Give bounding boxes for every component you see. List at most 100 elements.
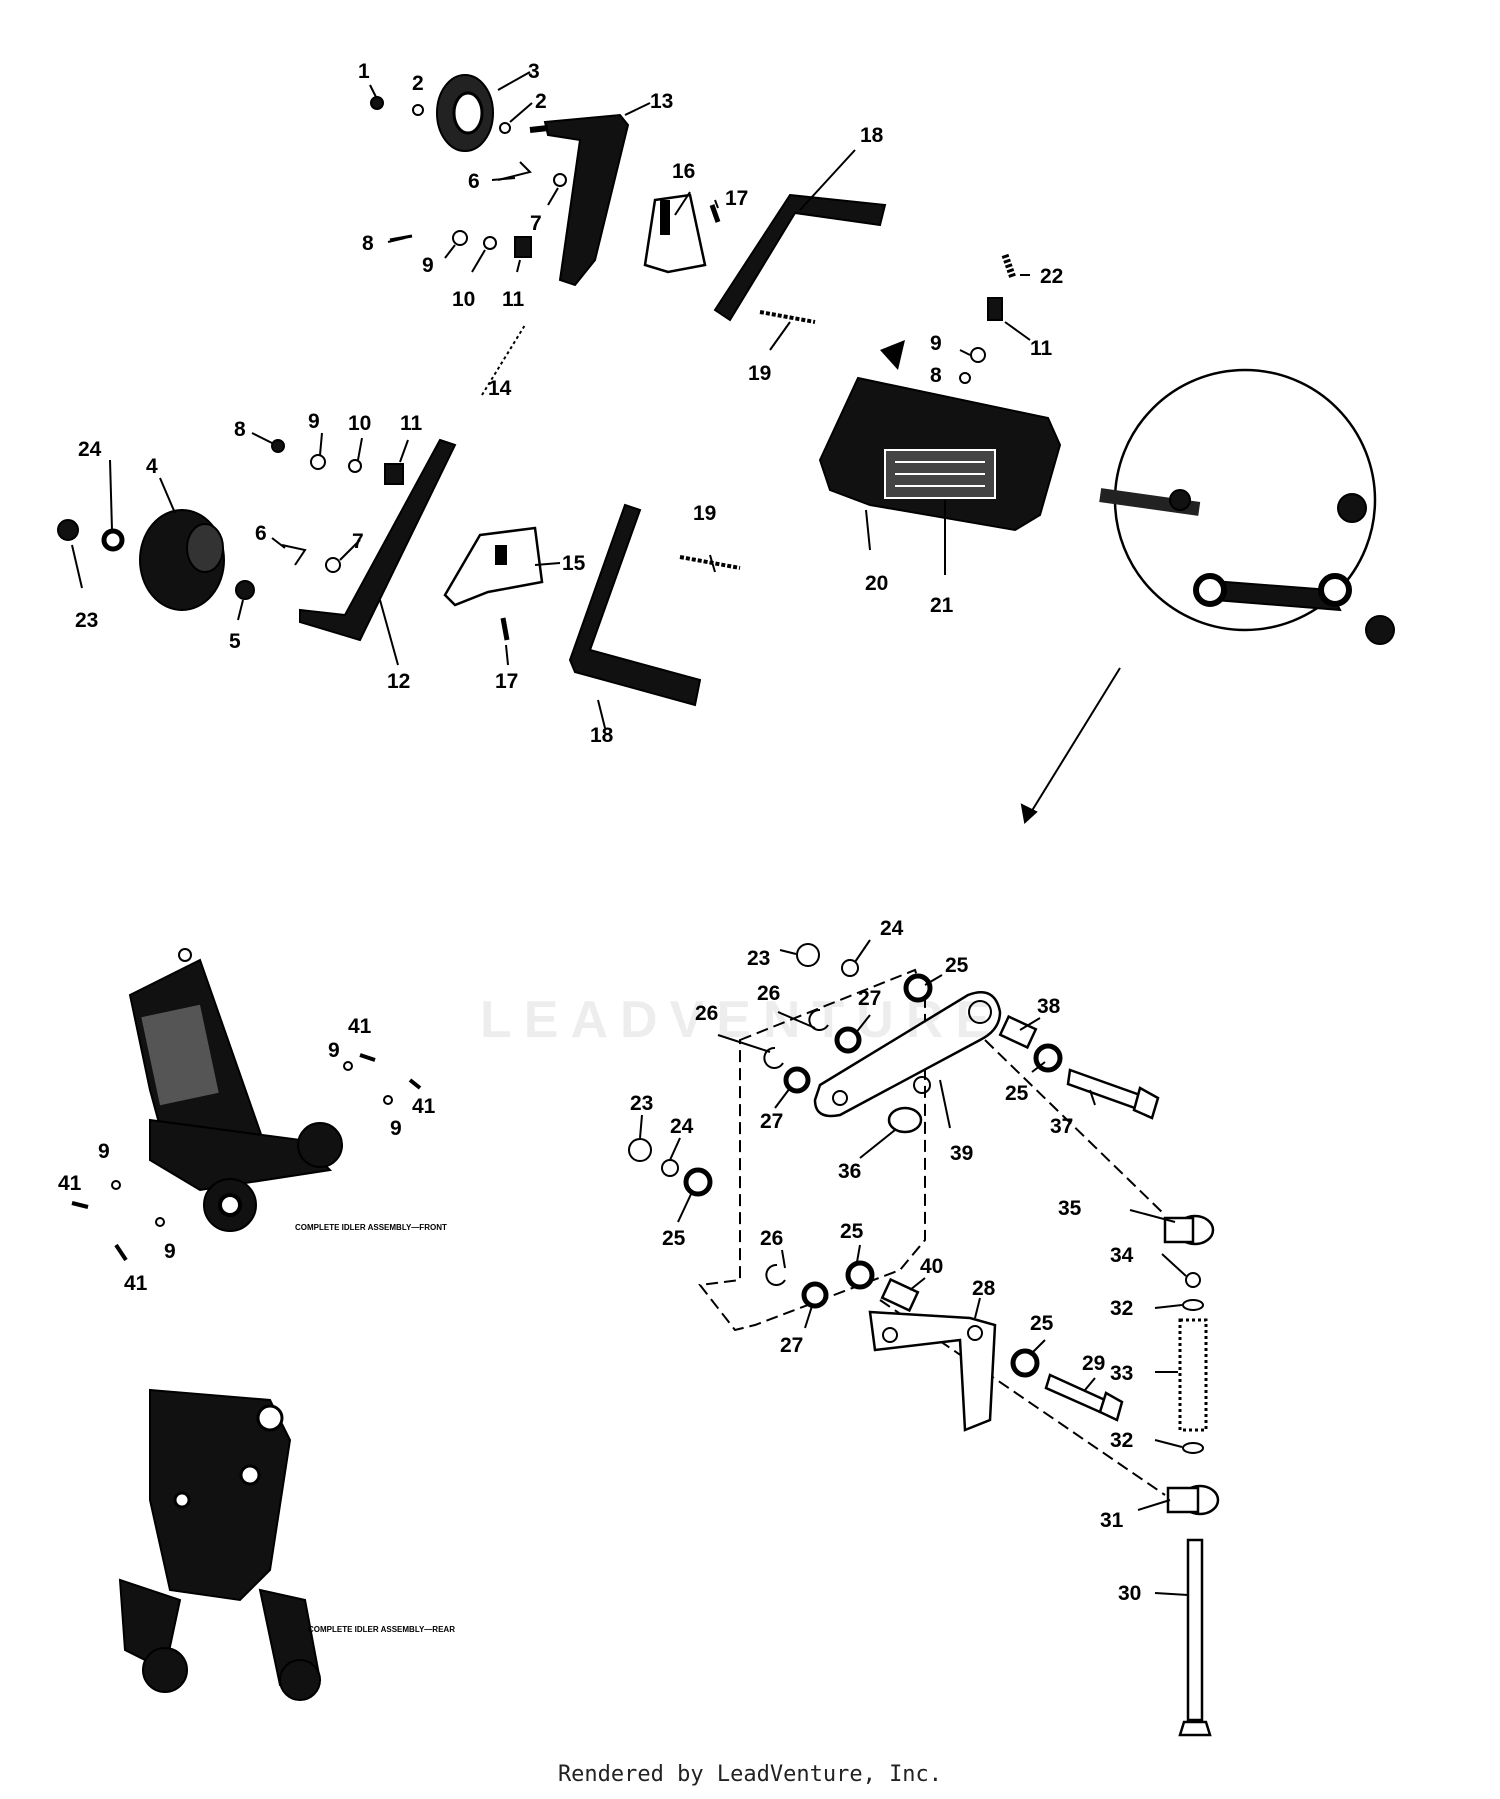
callout-3: 3 [528,60,540,83]
callout-38: 38 [1037,995,1061,1018]
callout-6: 6 [255,522,267,545]
callout-9: 9 [98,1140,110,1163]
callout-27: 27 [760,1110,783,1133]
callout-23: 23 [75,609,98,632]
part-25-washer [845,1260,875,1290]
callout-17: 17 [725,187,748,210]
part-25-washer [683,1167,713,1197]
part-11-spacer [987,297,1003,321]
part-17-bolt [709,204,721,223]
part-39-link [813,991,1002,1118]
part-32-washer [1182,1442,1204,1454]
part-30-rod [1186,1538,1204,1722]
part-36-pivot [887,1106,923,1134]
part-7-washer [553,173,567,187]
callout-5: 5 [229,630,241,653]
callout-9: 9 [390,1117,402,1140]
part-32-washer [1182,1299,1204,1311]
part-23-nut [57,519,79,541]
callout-23: 23 [747,947,770,970]
callout-17: 17 [495,670,518,693]
callout-9: 9 [930,332,942,355]
callout-25: 25 [1030,1312,1054,1335]
part-10-clip [483,236,497,250]
callout-39: 39 [950,1142,973,1165]
callout-41: 41 [348,1015,372,1038]
callout-4: 4 [146,455,158,478]
callout-27: 27 [858,987,881,1010]
idler-assembly-front: 41 9 41 9 9 41 9 41 COMPLETE IDLER ASSEM… [58,948,447,1295]
part-28-bracket [868,1310,997,1432]
callout-19: 19 [748,362,771,385]
part-24-washer [101,528,125,552]
part-24-lockwasher [841,959,859,977]
callout-25: 25 [840,1220,864,1243]
part-27-washer [801,1281,829,1309]
callout-24: 24 [880,917,904,940]
callout-19: 19 [693,502,716,525]
callout-25: 25 [945,954,969,977]
callout-9: 9 [164,1240,176,1263]
callout-7: 7 [530,212,542,235]
part-15-bracket [443,526,544,607]
part-27-washer [783,1066,811,1094]
callout-15: 15 [562,552,586,575]
callout-13: 13 [650,90,673,113]
callout-24: 24 [670,1115,694,1138]
callout-11: 11 [1030,337,1053,360]
part-5-bushing [235,580,255,600]
callout-26: 26 [760,1227,783,1250]
parts-diagram: 1 2 3 2 13 6 7 8 9 10 11 16 17 18 22 11 … [57,60,1395,1737]
callout-2: 2 [412,72,424,95]
callout-18: 18 [860,124,884,147]
part-18-bar [713,193,887,322]
detail-circle [1020,368,1395,824]
part-2-washer [412,104,424,116]
part-2-washer [499,122,511,134]
callout-40: 40 [920,1255,943,1278]
callout-8: 8 [362,232,374,255]
callouts-linkage: 23 24 25 26 26 27 27 38 25 37 36 39 23 2… [630,917,1141,1605]
top-exploded-view: 1 2 3 2 13 6 7 8 9 10 11 16 17 18 22 11 … [57,60,1395,824]
part-37-bolt [1066,1068,1142,1110]
callout-41: 41 [412,1095,436,1118]
part-26-clip [808,1008,829,1031]
part-18-bar [568,503,702,707]
leader-lines-linkage [639,939,1189,1596]
part-16-bracket [643,193,707,274]
callout-28: 28 [972,1277,996,1300]
linkage-exploded-view: 23 24 25 26 26 27 27 38 25 37 36 39 23 2… [628,917,1220,1737]
idler-assembly-rear: COMPLETE IDLER ASSEMBLY—REAR [118,1388,455,1701]
part-9-washer [452,230,468,246]
part-11-spacer [514,236,532,258]
part-14-spring [481,324,526,396]
part-11-spacer [384,463,404,485]
callout-1: 1 [358,60,370,83]
part-19-pin [679,555,741,570]
callout-9: 9 [328,1039,340,1062]
callout-29: 29 [1082,1352,1105,1375]
callout-41: 41 [124,1272,148,1295]
callout-41: 41 [58,1172,82,1195]
callout-33: 33 [1110,1362,1133,1385]
callout-30: 30 [1118,1582,1141,1605]
part-7-washer [325,557,341,573]
callout-10: 10 [452,288,475,311]
part-26-clip [763,1046,784,1069]
part-38-spacer [998,1014,1038,1050]
part-13-idler-arm [543,113,630,287]
callout-25: 25 [1005,1082,1029,1105]
callout-10: 10 [348,412,371,435]
part-12-idler-arm [299,438,457,642]
part-10-clip [348,459,362,473]
callout-11: 11 [400,412,423,435]
part-24-lockwasher [661,1159,679,1177]
callout-8: 8 [930,364,942,387]
callout-16: 16 [672,160,695,183]
part-23-nut [628,1138,652,1162]
part-34-nut [1185,1272,1201,1288]
part-9-washer [310,454,326,470]
callout-11: 11 [502,288,525,311]
part-8-screw [271,439,285,453]
callout-26: 26 [695,1002,718,1025]
